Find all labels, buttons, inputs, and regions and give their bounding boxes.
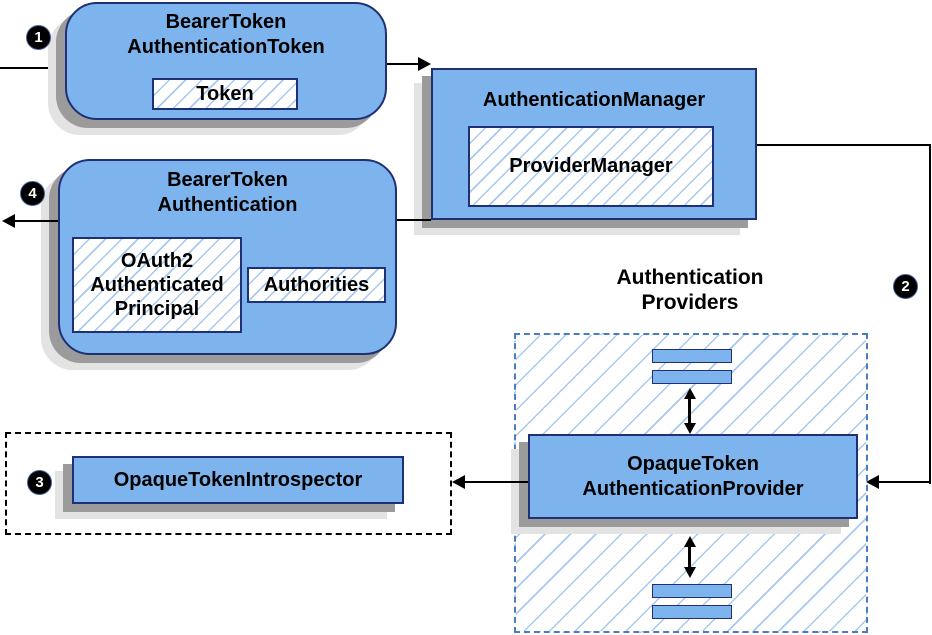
double-arrow-top <box>683 388 697 434</box>
title-line: Authentication <box>157 194 298 216</box>
oauth2-authenticated-principal-chip: OAuth2 Authenticated Principal <box>72 237 242 333</box>
arrow-shaft <box>688 544 691 570</box>
principal-line: Authenticated <box>90 274 224 296</box>
node-opaque-token-introspector: OpaqueTokenIntrospector <box>72 456 404 504</box>
heading-line: Providers <box>641 291 739 314</box>
provider-manager-label: ProviderManager <box>509 155 673 177</box>
provider-manager-chip: ProviderManager <box>468 126 714 207</box>
manager-to-providers-rail-vertical <box>929 144 931 484</box>
step-2-number: 2 <box>901 278 910 295</box>
arrow-down-head <box>684 423 696 434</box>
node-opaque-token-authentication-provider: OpaqueToken AuthenticationProvider <box>528 434 858 519</box>
provider-to-introspector-head <box>452 475 465 489</box>
authorities-label: Authorities <box>263 273 370 296</box>
title-line: BearerToken <box>165 11 287 33</box>
step-1-badge: 1 <box>26 25 51 50</box>
bearer-token-authentication-token-title: BearerToken AuthenticationToken <box>67 10 385 60</box>
generic-provider-bar <box>652 605 732 619</box>
authentication-manager-title: AuthenticationManager <box>433 88 755 113</box>
heading-line: Authentication <box>616 266 764 289</box>
rail-to-provider-line <box>877 481 930 483</box>
step-2-badge: 2 <box>893 274 918 299</box>
title-line: AuthenticationToken <box>127 36 325 58</box>
title-line: AuthenticationProvider <box>582 477 804 500</box>
step-4-badge: 4 <box>20 181 45 206</box>
arrow-token-to-manager-line <box>387 63 420 65</box>
generic-provider-bar <box>652 370 732 384</box>
arrow-shaft <box>688 396 691 426</box>
principal-line: Principal <box>114 298 200 320</box>
generic-provider-bar <box>652 349 732 363</box>
incoming-request-line <box>0 67 65 69</box>
generic-provider-bar <box>652 584 732 598</box>
authentication-outgoing-line <box>12 220 58 222</box>
step-3-badge: 3 <box>27 470 52 495</box>
arrow-up-head <box>684 536 696 547</box>
principal-line: OAuth2 <box>120 250 194 272</box>
node-bearer-token-authentication-token: BearerToken AuthenticationToken Token <box>65 2 387 120</box>
token-chip-label: Token <box>196 82 254 105</box>
arrow-token-to-manager-head <box>418 57 431 71</box>
authorities-chip: Authorities <box>247 267 386 303</box>
title-line: AuthenticationManager <box>482 89 706 111</box>
introspector-label: OpaqueTokenIntrospector <box>113 468 363 491</box>
double-arrow-bottom <box>683 536 697 578</box>
authentication-providers-heading: Authentication Providers <box>575 265 805 315</box>
step-4-number: 4 <box>28 185 37 202</box>
step-3-number: 3 <box>35 474 44 491</box>
arrow-down-head <box>684 567 696 578</box>
bearer-token-authentication-title: BearerToken Authentication <box>60 168 395 218</box>
arrow-up-head <box>684 388 696 399</box>
authentication-outgoing-head <box>2 214 15 228</box>
title-line: BearerToken <box>167 169 288 191</box>
title-line: OpaqueToken <box>627 452 759 475</box>
node-authentication-manager: AuthenticationManager ProviderManager <box>431 68 757 220</box>
rail-to-provider-head <box>866 475 879 489</box>
manager-to-providers-rail-top <box>757 144 931 146</box>
authentication-providers-container: OpaqueToken AuthenticationProvider <box>514 333 868 633</box>
manager-to-authentication-line <box>397 219 431 221</box>
introspector-container: OpaqueTokenIntrospector <box>5 432 452 535</box>
provider-to-introspector-line <box>463 481 528 483</box>
node-bearer-token-authentication: BearerToken Authentication OAuth2 Authen… <box>58 159 397 355</box>
token-chip: Token <box>152 78 298 110</box>
step-1-number: 1 <box>34 29 43 46</box>
